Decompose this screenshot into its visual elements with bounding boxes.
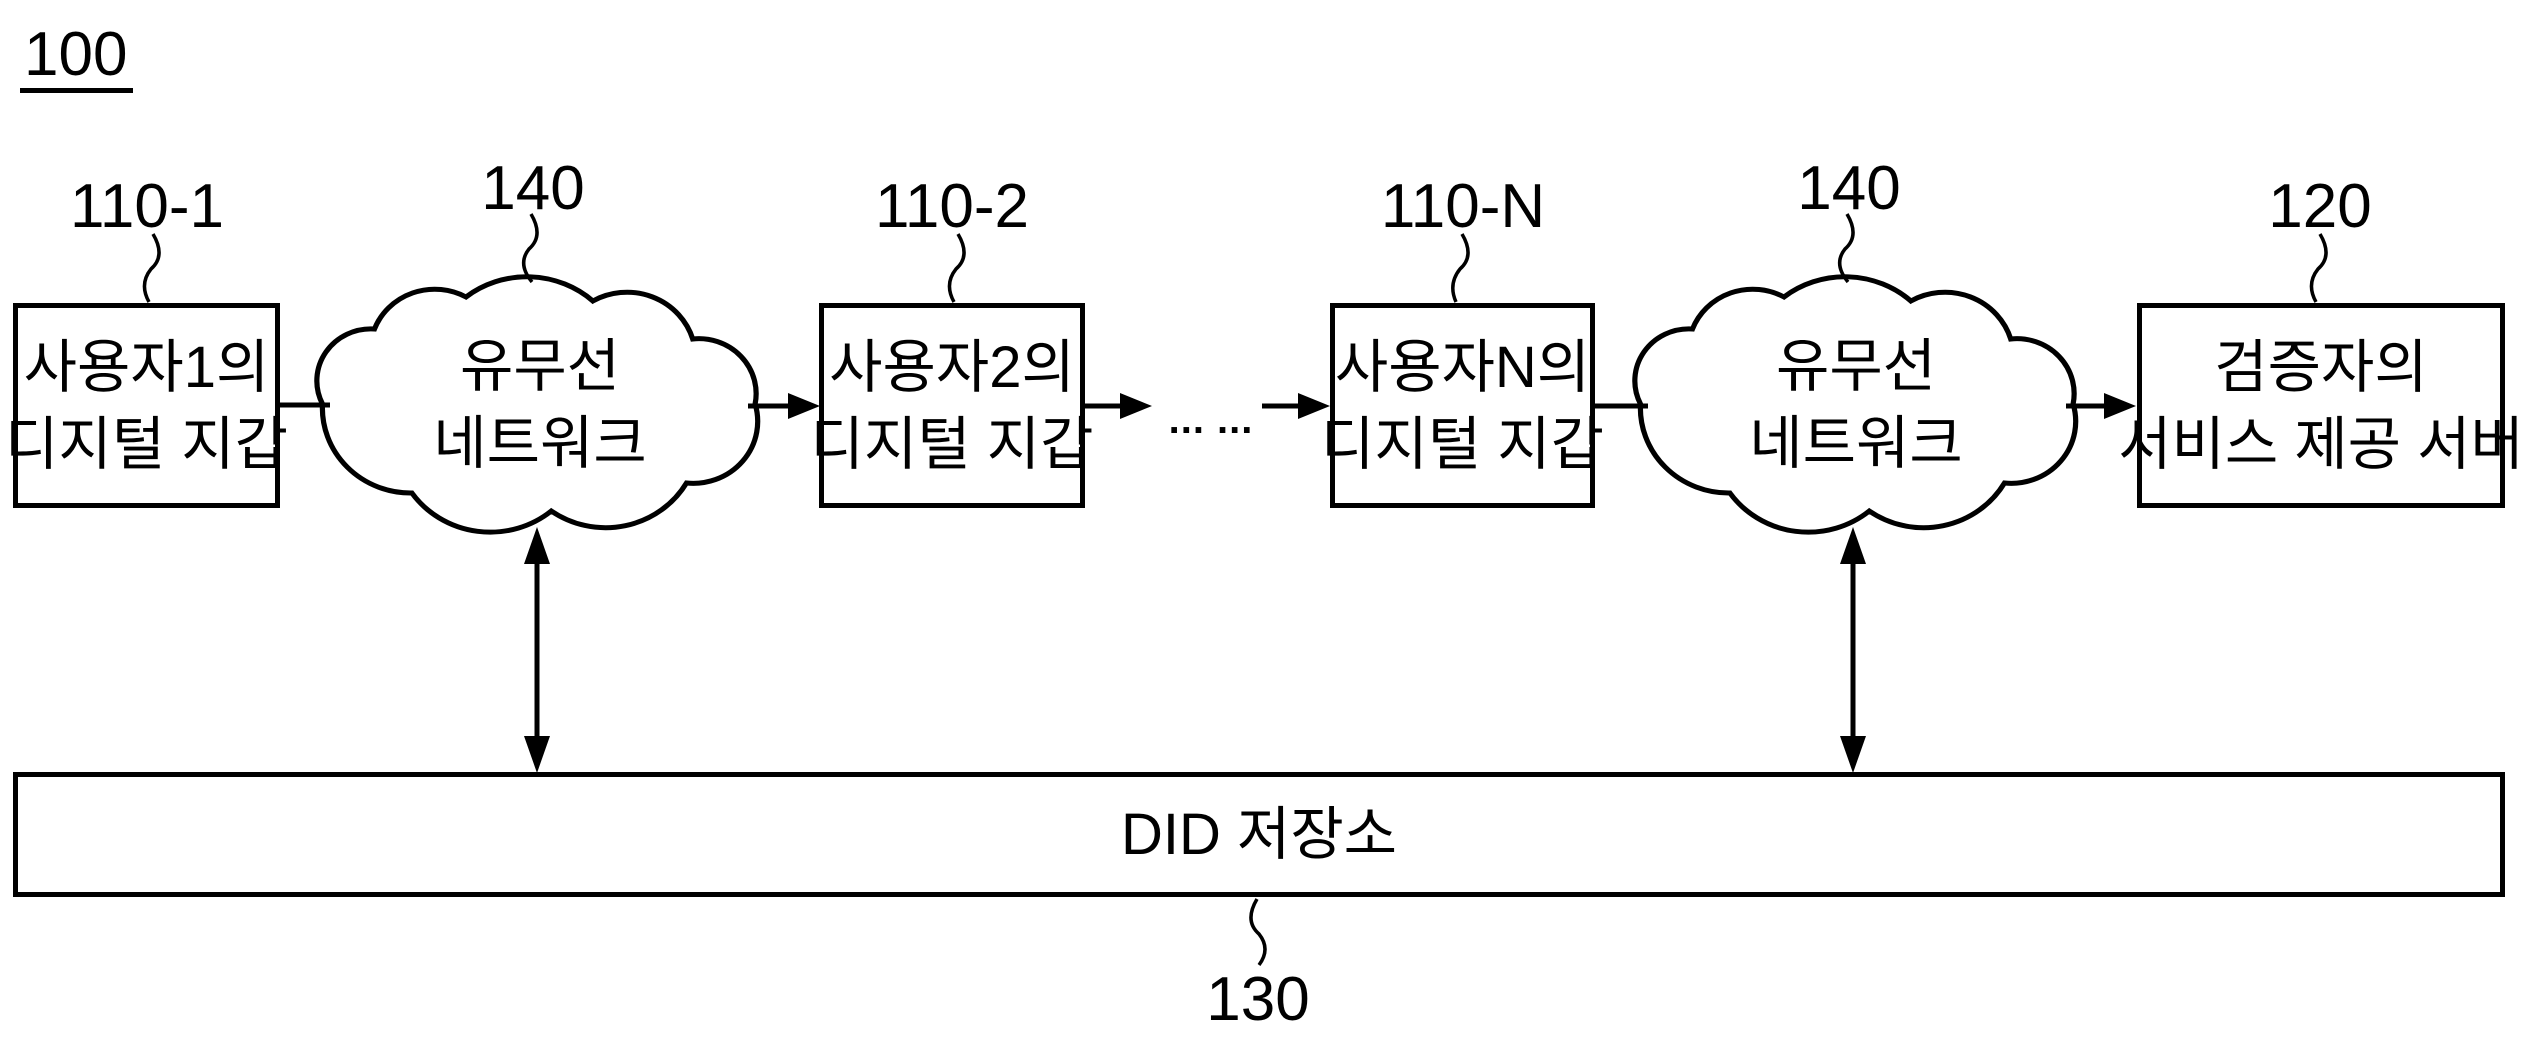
node-network1-label: 유무선 네트워크 xyxy=(390,320,690,490)
arrowhead-up-icon xyxy=(1840,527,1866,564)
node-label-line2: 디지털 지갑 xyxy=(5,411,288,477)
leader-line-110-1 xyxy=(142,233,161,303)
node-verifier-server: 검증자의 서비스 제공 서버 xyxy=(2118,303,2524,508)
node-label-line1: 유무선 xyxy=(1775,334,1937,399)
arrowhead-right-icon xyxy=(1120,393,1152,419)
figure-number: 100 xyxy=(20,24,134,93)
arrowhead-right-icon xyxy=(2104,393,2136,419)
node-label-line2: 디지털 지갑 xyxy=(1321,411,1604,477)
node-user2-wallet: 사용자2의 디지털 지갑 xyxy=(811,303,1093,508)
node-userN-wallet: 사용자N의 디지털 지갑 xyxy=(1321,303,1604,508)
arrow-ellipsis-walletN xyxy=(1262,393,1330,419)
ref-label-140-1: 140 xyxy=(481,154,585,223)
ref-label-110-N: 110-N xyxy=(1380,172,1546,241)
node-label-line2: 디지털 지갑 xyxy=(810,411,1094,477)
leader-line-140-1 xyxy=(522,213,539,284)
node-label-line2: 네트워크 xyxy=(1749,411,1963,476)
ref-label-110-2: 110-2 xyxy=(875,172,1029,241)
arrowhead-right-icon xyxy=(788,393,820,419)
node-label-line2: 서비스 제공 서버 xyxy=(2118,411,2524,477)
network-cloud-2 xyxy=(1632,274,2079,535)
node-user1-wallet: 사용자1의 디지털 지갑 xyxy=(5,303,288,508)
node-label-line1: 유무선 xyxy=(459,334,621,399)
leader-line-120 xyxy=(2309,233,2328,303)
leader-line-110-2 xyxy=(947,233,966,303)
node-label-line1: 사용자1의 xyxy=(23,334,270,400)
leader-line-110-N xyxy=(1451,233,1470,303)
arrowhead-down-icon xyxy=(524,736,550,773)
node-label-line1: 사용자N의 xyxy=(1334,334,1591,400)
network-cloud-1 xyxy=(314,274,761,535)
ref-label-110-1: 110-1 xyxy=(70,172,224,241)
ref-label-140-2: 140 xyxy=(1797,154,1901,223)
node-label-line1: 검증자의 xyxy=(2214,334,2428,400)
node-label-line2: 네트워크 xyxy=(433,411,647,476)
node-network2-label: 유무선 네트워크 xyxy=(1706,320,2006,490)
ref-label-120: 120 xyxy=(2268,172,2372,241)
arrowhead-right-icon xyxy=(1298,393,1330,419)
chain-ellipsis: ... ... xyxy=(1168,398,1254,442)
arrowhead-up-icon xyxy=(524,527,550,564)
leader-line-140-2 xyxy=(1838,213,1855,284)
ref-label-130: 130 xyxy=(1206,965,1310,1034)
leader-line-130 xyxy=(1249,898,1267,967)
arrow-network1-storage xyxy=(524,527,550,773)
node-label: DID 저장소 xyxy=(1120,801,1398,867)
node-did-storage: DID 저장소 xyxy=(13,772,2505,897)
node-label-line1: 사용자2의 xyxy=(829,334,1075,400)
arrow-wallet2-ellipsis xyxy=(1085,393,1152,419)
arrowhead-down-icon xyxy=(1840,736,1866,773)
arrow-network2-storage xyxy=(1840,527,1866,773)
